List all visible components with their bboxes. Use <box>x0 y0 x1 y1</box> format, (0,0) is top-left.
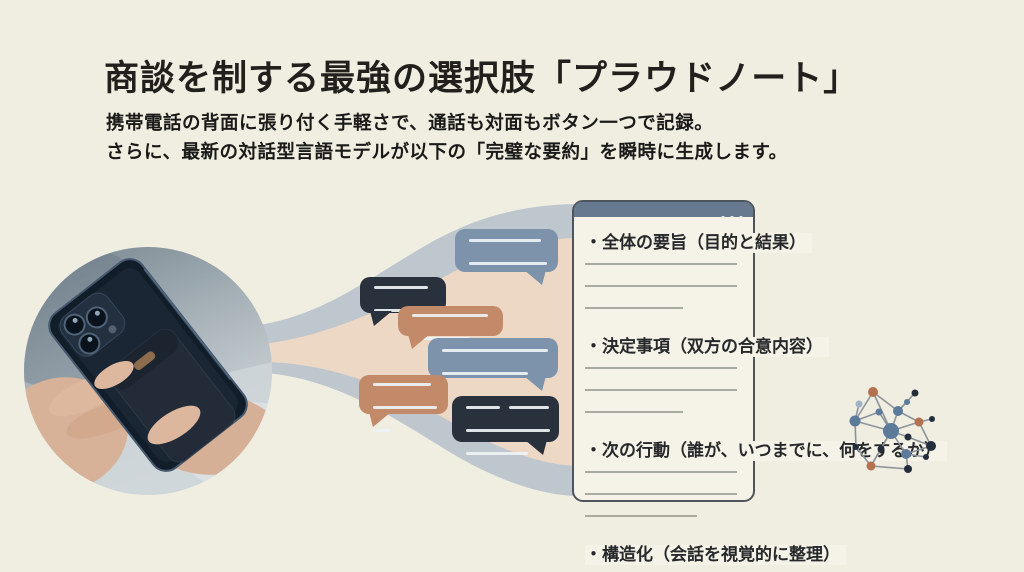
placeholder-line <box>585 493 753 511</box>
placeholder-text-lines <box>585 471 753 533</box>
phone-recorder-photo <box>24 247 272 495</box>
subtitle-line-1: 携帯電話の背面に張り付く手軽さで、通話も対面もボタン一つで記録。 <box>106 112 714 133</box>
placeholder-line <box>412 314 489 332</box>
summary-window: ・全体の要旨（目的と結果） ・決定事項（双方の合意内容） ・次の行動（誰が、いつ… <box>572 200 948 565</box>
summary-item: ・全体の要旨（目的と結果） <box>585 233 812 325</box>
thumb <box>147 405 201 445</box>
window-titlebar <box>574 202 753 220</box>
summary-item: ・構造化（会話を視覚的に整理） <box>585 545 846 572</box>
placeholder-line <box>585 367 753 385</box>
network-graph-icon <box>849 387 936 473</box>
placeholder-line <box>469 262 547 280</box>
chat-bubble <box>455 229 558 285</box>
subtitle-line-2: さらに、最新の対話型言語モデルが以下の「完璧な要約」を瞬時に生成します。 <box>106 141 788 162</box>
summary-list: ・全体の要旨（目的と結果） ・決定事項（双方の合意内容） ・次の行動（誰が、いつ… <box>574 217 948 572</box>
placeholder-line <box>466 406 549 424</box>
summary-item-label: ・構造化（会話を視覚的に整理） <box>585 545 846 565</box>
placeholder-line <box>585 307 753 325</box>
placeholder-line <box>466 452 545 470</box>
placeholder-line <box>373 406 437 424</box>
page-title: 商談を制する最強の選択肢「プラウドノート」 <box>104 59 860 98</box>
chat-bubble <box>452 396 559 455</box>
placeholder-line <box>373 383 434 401</box>
placeholder-line <box>442 349 548 367</box>
chat-bubble <box>398 306 503 349</box>
summary-item: ・決定事項（双方の合意内容） <box>585 337 829 429</box>
summary-item: ・次の行動（誰が、いつまでに、何をするか） <box>585 441 948 533</box>
placeholder-line <box>466 429 550 447</box>
placeholder-line <box>585 515 753 533</box>
placeholder-line <box>585 263 753 281</box>
placeholder-line <box>585 471 753 489</box>
placeholder-line <box>469 239 544 257</box>
placeholder-line <box>442 372 544 390</box>
placeholder-line <box>585 411 753 429</box>
summary-item-label: ・全体の要旨（目的と結果） <box>585 233 812 253</box>
placeholder-line <box>373 429 434 447</box>
placeholder-text-lines <box>585 263 753 325</box>
placeholder-line <box>585 389 753 407</box>
chat-bubble <box>359 375 448 432</box>
placeholder-text-lines <box>585 367 753 429</box>
window-dots-icon <box>716 207 743 225</box>
placeholder-line <box>585 285 753 303</box>
placeholder-line <box>374 286 432 304</box>
summary-item-label: ・決定事項（双方の合意内容） <box>585 337 829 357</box>
chat-bubble <box>428 338 558 391</box>
